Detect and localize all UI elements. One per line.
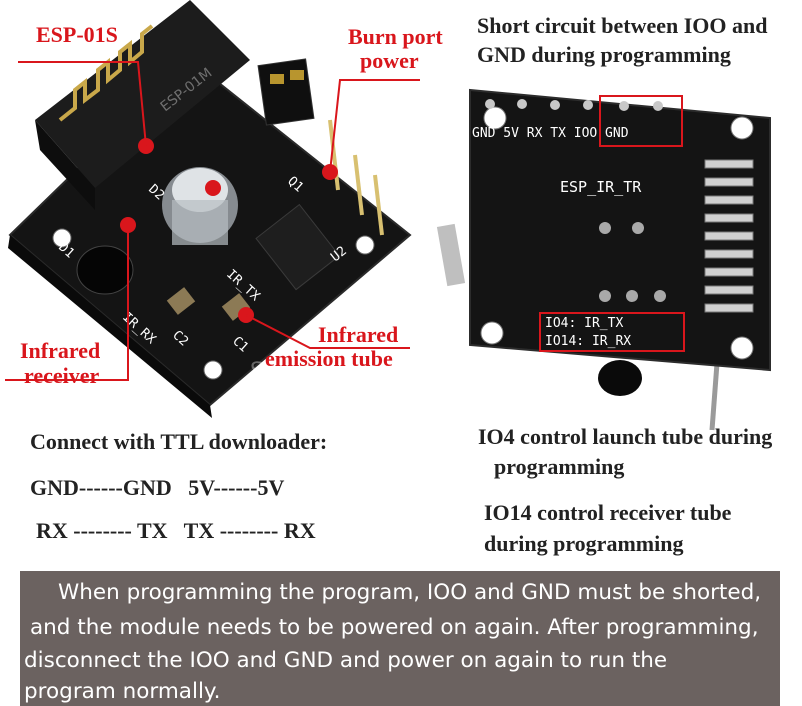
short-circuit-note-line2: GND during programming: [477, 42, 731, 67]
banner-line-4: program normally.: [24, 679, 221, 704]
marker-dot: [205, 180, 221, 196]
banner-line-2: and the module needs to be powered on ag…: [30, 615, 759, 640]
io14-note-line1: IO14 control receiver tube: [484, 500, 732, 525]
callout-infrared-emission-line2: emission tube: [265, 346, 393, 371]
watermark-text: SHANGHAIMOUDLECX: [250, 359, 541, 384]
banner-line-1: When programming the program, IOO and GN…: [58, 580, 762, 605]
connect-row-1: GND------GND 5V------5V: [30, 475, 285, 500]
back-module-name: ESP_IR_TR: [560, 178, 642, 196]
short-circuit-note-line1: Short circuit between IOO and: [477, 13, 768, 38]
back-io14-label: IO14: IR_RX: [545, 334, 631, 349]
callout-burn-port-line2: power: [360, 48, 419, 73]
callout-infrared-receiver-line1: Infrared: [20, 338, 101, 363]
connect-title: Connect with TTL downloader:: [30, 429, 328, 454]
callout-esp01s: ESP-01S: [36, 22, 118, 47]
io0-gnd-highlight-box: [599, 95, 683, 147]
io4-note-line2: programming: [494, 454, 625, 479]
back-pin-labels: GND 5V RX TX IOO GND: [472, 126, 629, 141]
product-photos: ESP-01M U2 IR_TX IR_RX C2 C1 Q1 D2 D1: [5, 0, 771, 431]
io-labels-highlight-box: [539, 312, 685, 352]
banner-line-3: disconnect the IOO and GND and power on …: [24, 648, 668, 673]
io4-note-line1: IO4 control launch tube during: [478, 424, 773, 449]
front-board-photo: ESP-01M U2 IR_TX IR_RX C2 C1 Q1 D2 D1: [5, 0, 420, 418]
back-board-photo: GND 5V RX TX IOO GND ESP_IR_TR IO4: IR_T…: [436, 88, 771, 431]
io14-note-line2: during programming: [484, 531, 684, 556]
connect-row-2: RX -------- TX TX -------- RX: [36, 518, 316, 543]
callout-infrared-emission-line1: Infrared: [318, 322, 399, 347]
callout-infrared-receiver-line2: receiver: [24, 363, 100, 388]
back-io4-label: IO4: IR_TX: [545, 316, 623, 331]
callout-burn-port-line1: Burn port: [348, 24, 443, 49]
instruction-banner: When programming the program, IOO and GN…: [20, 571, 780, 706]
